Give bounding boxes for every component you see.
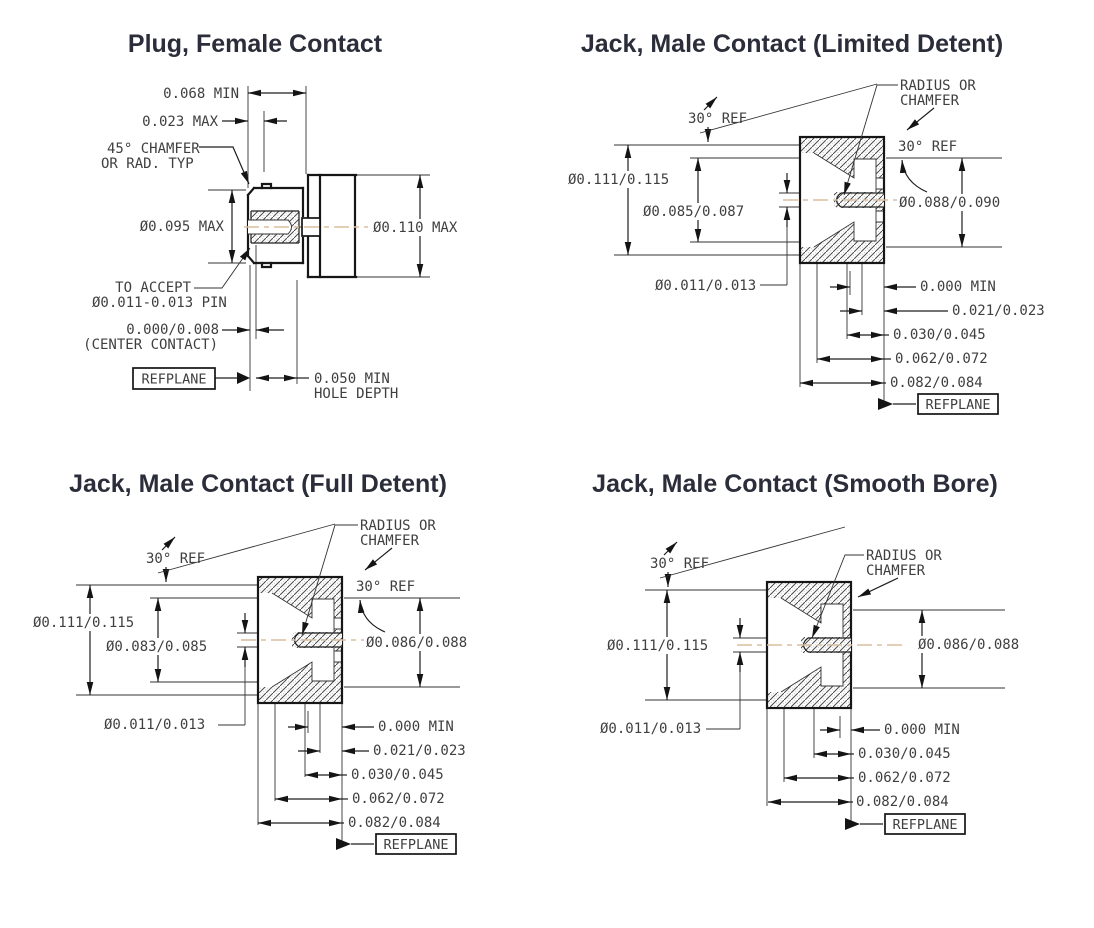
label-0068-min: 0.068 MIN [163,86,239,102]
label-refplane: REFPLANE [141,372,206,388]
label-refplane: REFPLANE [383,837,448,853]
dimension-lines [624,83,966,405]
label-radius-line1: RADIUS OR [900,78,976,94]
label-backing [104,638,208,655]
label-dia-right: Ø0.086/0.088 [918,637,1019,653]
label-backing [364,634,468,651]
label-dia-outer: Ø0.111/0.115 [568,172,669,188]
label-dim-062: 0.062/0.072 [352,791,445,807]
label-dim-030: 0.030/0.045 [858,746,951,762]
label-backing [31,614,135,631]
label-dia-right: Ø0.086/0.088 [366,635,467,651]
panel-title: Jack, Male Contact (Smooth Bore) [592,470,998,498]
label-center-contact-line1: 0.000/0.008 [126,322,219,338]
label-backing [916,636,1020,653]
refplane-triangle-icon [237,372,250,384]
label-backing [605,637,709,654]
label-radius-line2: CHAMFER [360,533,420,549]
label-hole-depth-line1: 0.050 MIN [314,371,390,387]
label-dia-pin: Ø0.011/0.013 [655,278,756,294]
label-dia-right: Ø0.088/0.090 [899,195,1000,211]
label-dim-021: 0.021/0.023 [373,743,466,759]
dimension-lines [659,526,926,825]
label-backing [370,219,470,236]
dimension-lines [194,89,424,382]
label-dim-082: 0.082/0.084 [348,815,441,831]
refplane-box [884,813,966,835]
label-30ref-right: 30° REF [898,139,957,155]
label-dim-000: 0.000 MIN [378,719,454,735]
label-refplane: REFPLANE [892,817,957,833]
label-dim-000: 0.000 MIN [884,722,960,738]
panel-title: Plug, Female Contact [128,30,383,58]
body-with-hatching [798,135,886,265]
label-dia-0095: Ø0.095 MAX [140,219,225,235]
refplane-box [917,393,999,415]
panel-jack-full-detent: Jack, Male Contact (Full Detent) [31,470,468,855]
label-30ref-left: 30° REF [146,551,205,567]
label-dim-000: 0.000 MIN [920,279,996,295]
panel-plug-female-contact: Plug, Female Contact [83,30,470,402]
label-chamfer-line2: OR RAD. TYP [101,156,194,172]
label-hole-depth-line2: HOLE DEPTH [314,386,398,402]
panel-jack-limited-detent: Jack, Male Contact (Limited Detent) [566,30,1045,415]
refplane-box [132,367,216,390]
label-30ref-right: 30° REF [356,579,415,595]
label-dim-062: 0.062/0.072 [895,351,988,367]
label-radius-line2: CHAMFER [866,563,926,579]
label-30ref: 30° REF [650,556,709,572]
label-dim-021: 0.021/0.023 [952,303,1045,319]
label-dia-pin: Ø0.011/0.013 [104,717,205,733]
body-with-hatching [256,575,344,705]
label-dia-pin: Ø0.011/0.013 [600,721,701,737]
label-to-accept-line2: Ø0.011-0.013 PIN [92,295,227,311]
label-radius-line2: CHAMFER [900,93,960,109]
panel-title: Jack, Male Contact (Limited Detent) [581,30,1003,58]
panel-title: Jack, Male Contact (Full Detent) [69,470,447,498]
label-backing [566,171,670,188]
label-30ref-left: 30° REF [688,111,747,127]
label-to-accept-line1: TO ACCEPT [115,280,191,296]
label-dia-outer: Ø0.111/0.115 [33,615,134,631]
label-dim-030: 0.030/0.045 [351,767,444,783]
label-dim-082: 0.082/0.084 [856,794,949,810]
refplane-triangle-icon [878,398,893,410]
label-chamfer-line1: 45° CHAMFER [107,141,200,157]
label-dia-outer: Ø0.111/0.115 [607,638,708,654]
label-dia-0110: Ø0.110 MAX [373,220,458,236]
label-dim-082: 0.082/0.084 [890,375,983,391]
plug-body-outline [246,173,358,279]
panel-jack-smooth-bore: Jack, Male Contact (Smooth Bore) [592,470,1020,835]
refplane-box [375,833,457,855]
label-backing [897,194,1001,211]
refplane-triangle-icon [336,838,351,850]
label-dim-030: 0.030/0.045 [893,327,986,343]
label-radius-line1: RADIUS OR [866,548,942,564]
refplane-triangle-icon [845,818,860,830]
label-refplane: REFPLANE [925,397,990,413]
label-backing [641,203,745,220]
label-0023-max: 0.023 MAX [142,114,218,130]
label-dia-bore: Ø0.085/0.087 [643,204,744,220]
label-dim-062: 0.062/0.072 [858,770,951,786]
label-center-contact-line2: (CENTER CONTACT) [83,337,218,353]
label-dia-bore: Ø0.083/0.085 [106,639,207,655]
label-radius-line1: RADIUS OR [360,518,436,534]
